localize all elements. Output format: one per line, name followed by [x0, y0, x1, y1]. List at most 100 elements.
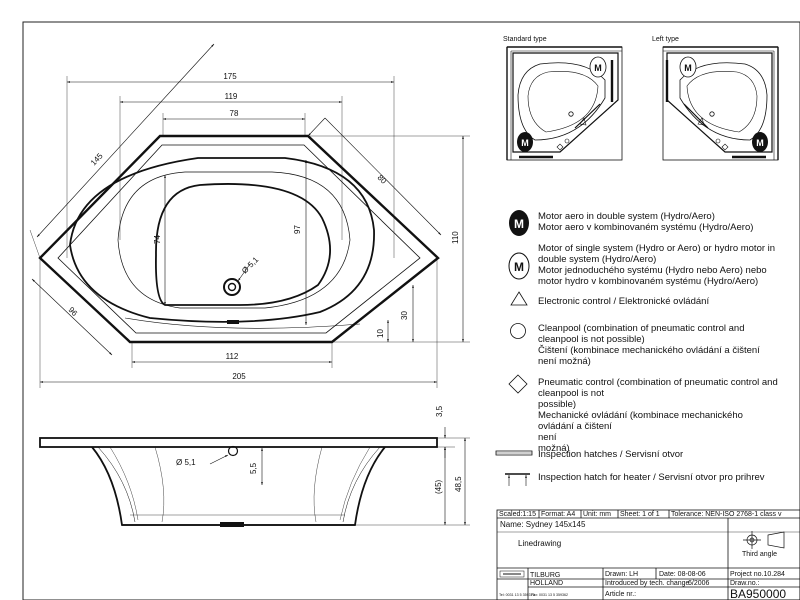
third-angle-symbol: [743, 531, 785, 549]
legend-motor-single-line2: double system (Hydro/Aero): [538, 254, 657, 265]
legend-heater-text: Inspection hatch for heater / Servisní o…: [538, 472, 765, 483]
tb-company-1: TILBURG: [530, 572, 560, 579]
legend-motor-single-line1: Motor of single system (Hydro or Aero) o…: [538, 243, 776, 254]
dim-74: 74: [153, 235, 162, 244]
tb-format: Format: A4: [541, 511, 575, 518]
legend-pneumatic-line3: possible): [538, 399, 577, 410]
tb-draw-no: BA950000: [730, 587, 786, 600]
tb-date: Date: 08-08-06: [659, 571, 706, 578]
dim-110: 110: [451, 231, 460, 244]
side-drain-circle: [227, 445, 239, 457]
tb-third-angle: Third angle: [742, 551, 777, 558]
motor-double-icon-standard: [517, 132, 533, 152]
tb-company-2: HOLLAND: [530, 580, 563, 587]
dim-48-5: 48,5: [454, 476, 463, 492]
title-block: [496, 509, 800, 600]
tub-inner-rim: [57, 144, 421, 334]
motor-mark-left-1: M: [684, 63, 692, 73]
motor-single-icon-standard: [589, 56, 607, 78]
legend-pneumatic-line4: Mechanické ovládání (kombinace mechanick…: [538, 410, 743, 421]
legend-motor-double: Motor aero in double system (Hydro/Aero)…: [538, 211, 753, 233]
dim-97: 97: [293, 225, 302, 234]
plan-view: [29, 43, 470, 388]
tb-tolerance: Tolerance: NEN-ISO 2768-1 class v: [671, 511, 782, 518]
dim-10: 10: [376, 329, 385, 338]
tb-linedrawing: Linedrawing: [518, 539, 561, 548]
rim-line: [124, 317, 361, 329]
inspection-hatch-icon: [495, 450, 533, 456]
legend-electronic: Electronic control / Elektronické ovládá…: [538, 296, 709, 307]
legend-inspection-text: Inspection hatches / Servisní otvor: [538, 449, 684, 460]
legend-inspection: Inspection hatches / Servisní otvor: [538, 449, 683, 460]
dim-205: 205: [232, 372, 246, 381]
dim-119: 119: [225, 92, 238, 101]
legend-motor-double-en: Motor aero in double system (Hydro/Aero): [538, 211, 715, 222]
tub-basin-floor: [155, 183, 331, 306]
standard-type-label: Standard type: [503, 36, 547, 43]
sheet-border: [22, 21, 800, 600]
motor-single-symbol-mark: M: [514, 260, 524, 274]
motor-mark-standard-1: M: [594, 63, 602, 73]
legend-motor-single-line4: motor hydro v kombinovaném systému (Hydr…: [538, 276, 759, 287]
legend-motor-double-cz: Motor aero v kombinovaném systému (Hydro…: [538, 222, 754, 233]
drain-outer: [223, 278, 241, 296]
motor-mark-standard-2: M: [521, 138, 529, 148]
legend-motor-single-line3: Motor jednoduchého systému (Hydro nebo A…: [538, 265, 767, 276]
motor-single-icon-left: [679, 56, 697, 78]
tb-scale: Scaled:1:15: [499, 511, 536, 518]
tub-outer-rim: [38, 134, 440, 344]
left-type-label: Left type: [652, 36, 679, 43]
tb-article: Article nr.:: [605, 591, 636, 598]
motor-mark-left-2: M: [756, 138, 764, 148]
legend-heater: Inspection hatch for heater / Servisní o…: [538, 472, 765, 483]
tb-name: Name: Sydney 145x145: [500, 520, 586, 529]
legend-pneumatic-line2: cleanpool is not: [538, 388, 605, 399]
dim-80: 80: [376, 173, 389, 186]
tb-year: 6/2006: [688, 580, 710, 587]
side-drain-block: [220, 522, 244, 527]
dim-78: 78: [230, 109, 239, 118]
side-view: [39, 427, 470, 527]
legend-electronic-text: Electronic control / Elektronické ovládá…: [538, 296, 710, 307]
legend-motor-single: Motor of single system (Hydro or Aero) o…: [538, 243, 775, 287]
company-logo: [499, 570, 525, 578]
motor-double-symbol-mark: M: [514, 217, 524, 231]
dim-drain-diameter: Ø 5,1: [240, 255, 261, 276]
tb-project: Project no.10.284: [730, 571, 785, 578]
triangle-icon: [510, 291, 528, 306]
tb-draw-no-label: Draw.no.:: [730, 580, 760, 587]
overflow-mark: [227, 320, 239, 324]
motor-double-icon-left: [752, 132, 768, 152]
dim-96: 96: [67, 305, 80, 318]
dim-3-5: 3,5: [435, 405, 444, 417]
drain-inner: [227, 282, 237, 292]
legend-cleanpool-line1: Cleanpool (combination of pneumatic cont…: [538, 323, 745, 334]
motor-single-symbol: [508, 252, 530, 280]
legend-pneumatic-line7: možná): [538, 443, 570, 454]
dim-5-5: 5,5: [249, 462, 258, 474]
legend-pneumatic-line1: Pneumatic control (combination of pneuma…: [538, 377, 778, 388]
tb-introduced: Introduced by tech. change: [605, 580, 690, 587]
legend-cleanpool-line2: cleanpool is not possible): [538, 334, 645, 345]
legend-cleanpool-line3: Čištení (kombinace mechanického ovládání…: [538, 345, 760, 356]
tb-tel: Tel: 0031 13 5 359375: [499, 593, 535, 597]
legend-pneumatic-line5: ovládání a čištení: [538, 421, 612, 432]
circle-icon: [510, 323, 526, 339]
dim-175: 175: [223, 72, 237, 81]
side-rim: [39, 437, 438, 448]
dim-side-drain: Ø 5,1: [176, 458, 196, 467]
dim-112: 112: [226, 352, 239, 361]
motor-double-symbol: [509, 210, 529, 236]
left-type-view: [662, 46, 779, 161]
side-shell: [91, 446, 386, 526]
tb-sheet: Sheet: 1 of 1: [620, 511, 660, 518]
dim-45: (45): [434, 479, 443, 494]
dim-145: 145: [89, 151, 105, 167]
tb-fax: Fax: 0031 13 5 359362: [531, 593, 568, 597]
tb-drawn: Drawn: LH: [605, 571, 638, 578]
diamond-icon: [508, 374, 528, 394]
legend-pneumatic: Pneumatic control (combination of pneuma…: [538, 377, 778, 454]
legend-cleanpool: Cleanpool (combination of pneumatic cont…: [538, 323, 760, 367]
